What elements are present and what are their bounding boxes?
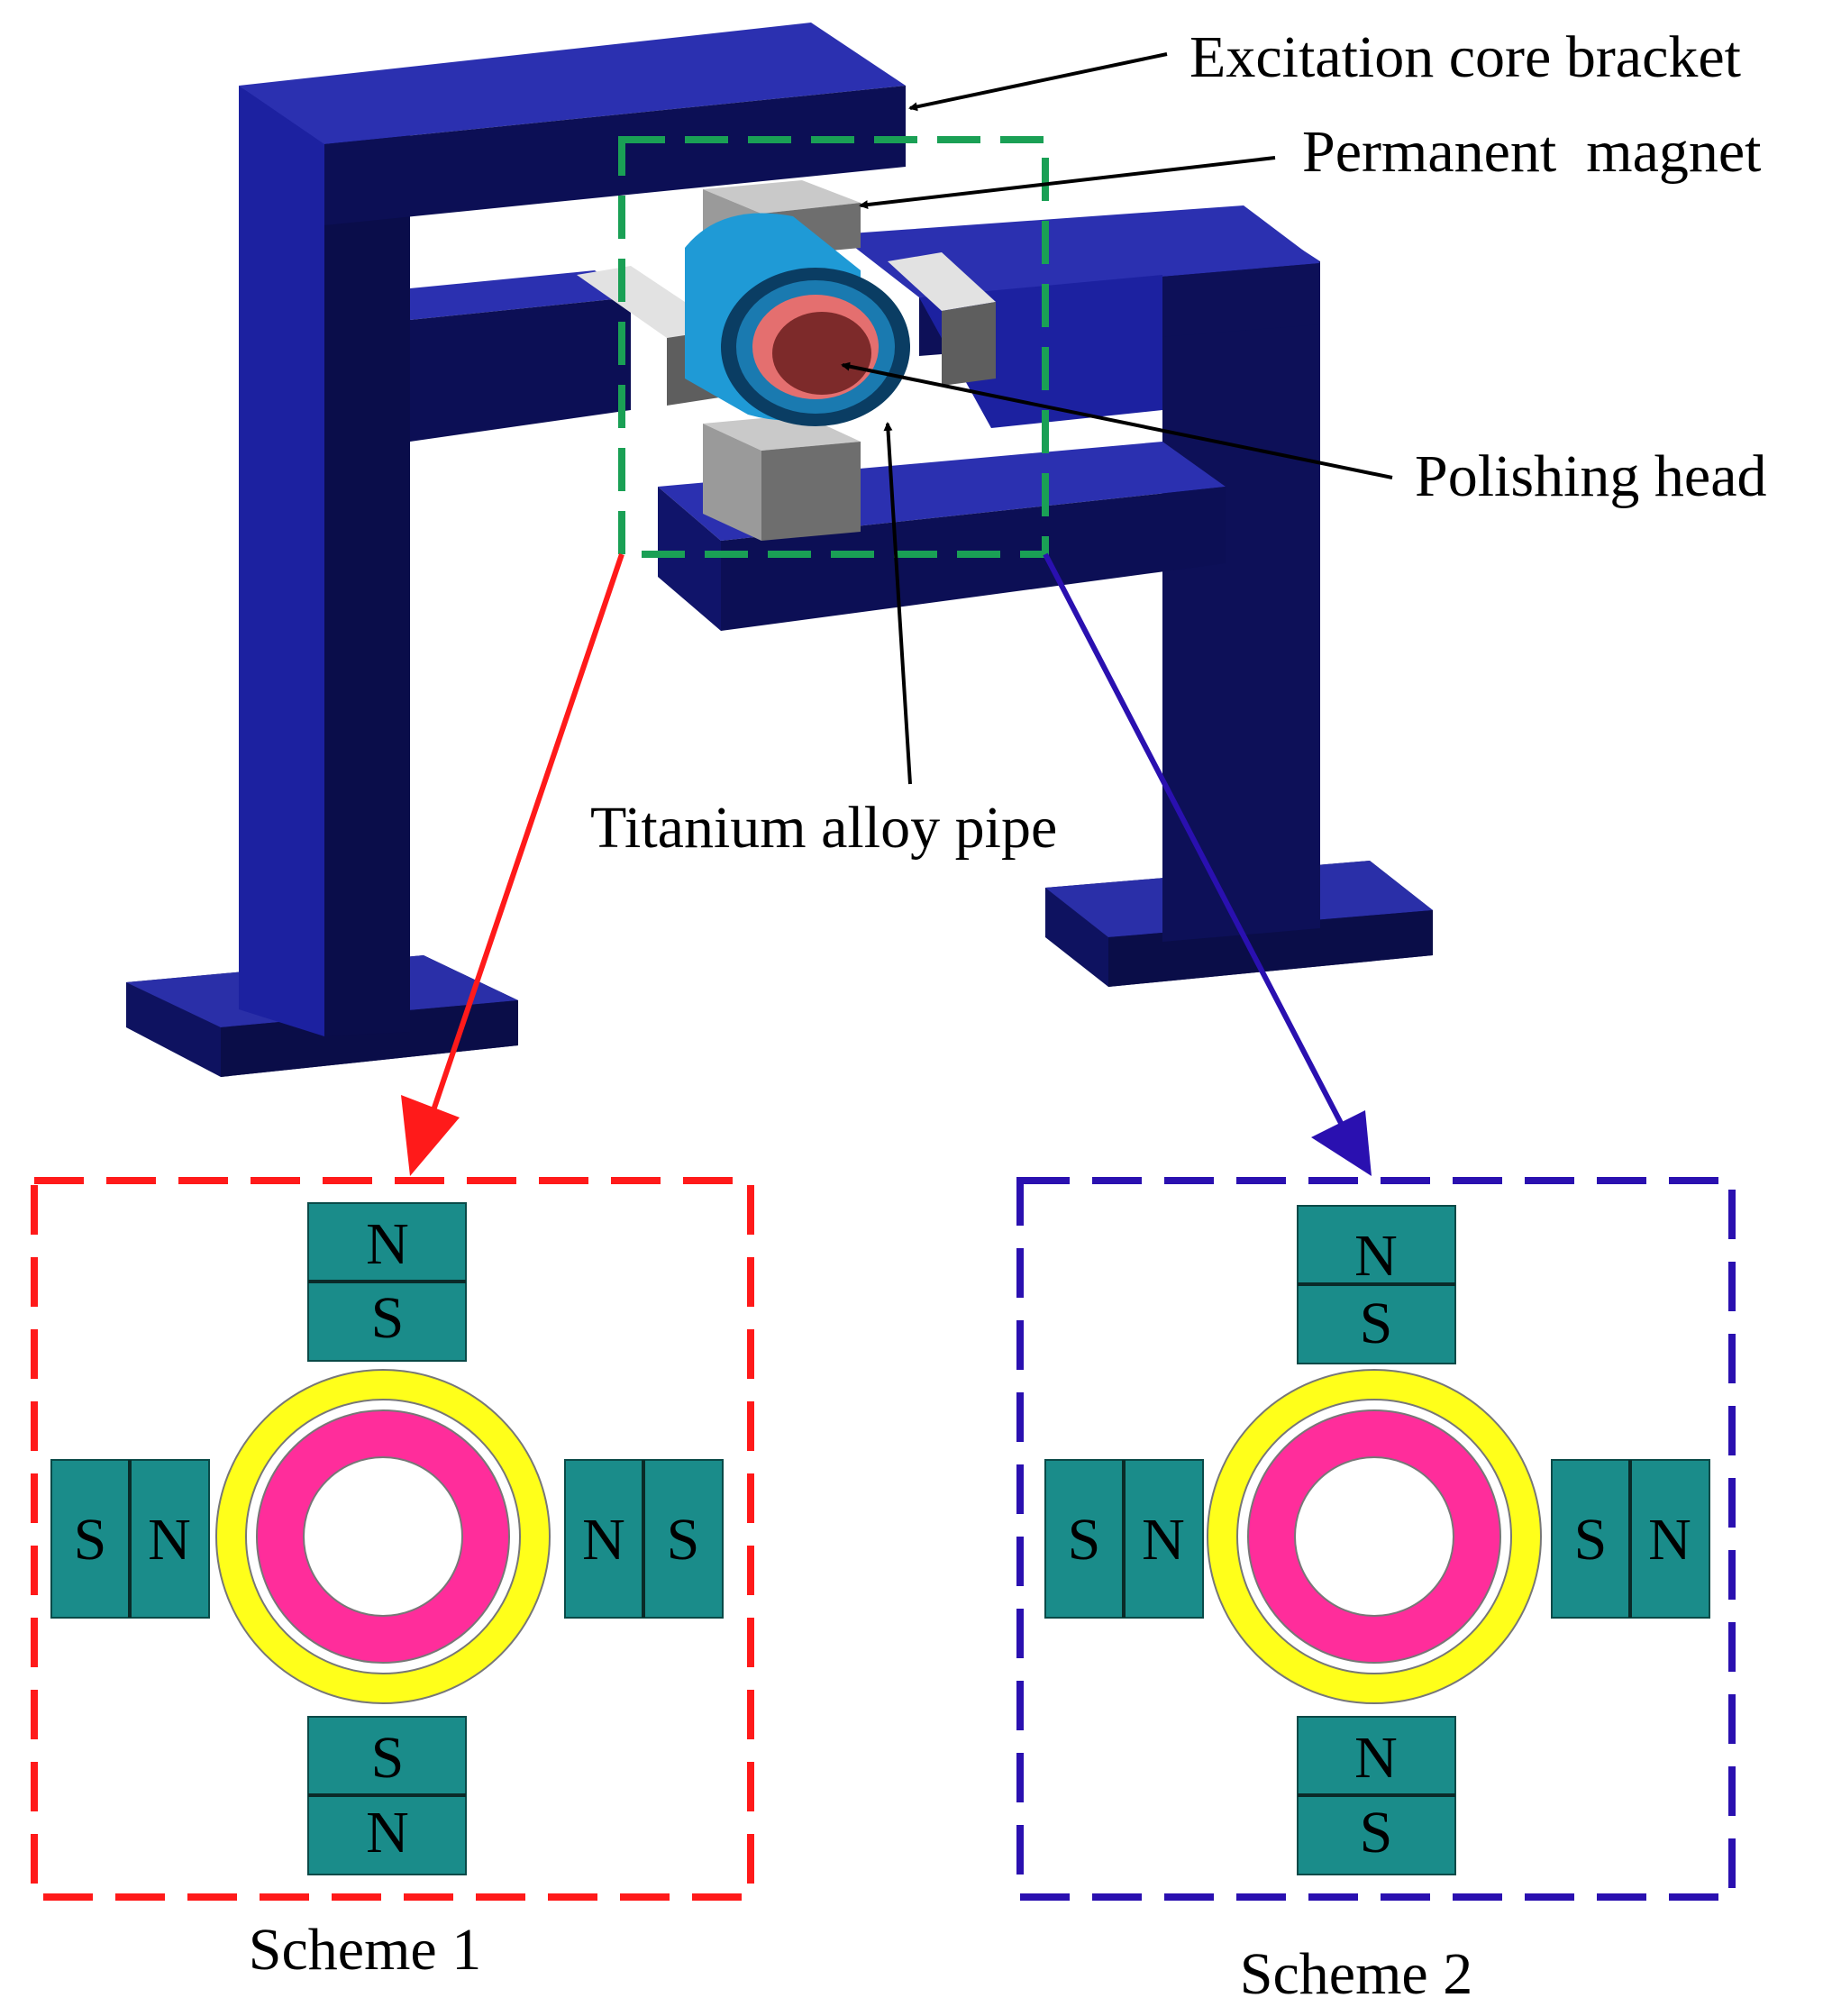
scheme-1: N S S N S N N S Scheme 1 <box>31 1177 754 1983</box>
scheme-1-left-pole-1: S <box>74 1507 107 1573</box>
label-permanent-magnet: Permanent magnet <box>1302 119 1762 185</box>
excitation-core-bracket <box>126 23 1433 1077</box>
magnet-right <box>888 252 996 386</box>
scheme-1-magnet-right: N S <box>564 1459 724 1619</box>
magnet-bottom <box>703 415 861 541</box>
scheme-1-magnet-top: N S <box>307 1202 467 1362</box>
scheme-2-top-pole-1: N <box>1354 1223 1398 1289</box>
scheme-2-top-pole-2: S <box>1360 1291 1393 1356</box>
scheme-1-right-pole-1: N <box>582 1507 625 1573</box>
left-leg <box>239 86 410 1036</box>
expand-arrow-scheme2 <box>1043 552 1372 1176</box>
scheme-1-bottom-pole-2: N <box>366 1800 409 1865</box>
scheme-2: N S N S S N S N Scheme 2 <box>1016 1177 1736 2007</box>
scheme-1-magnet-bottom: S N <box>307 1716 467 1875</box>
scheme-2-box <box>1016 1177 1736 1901</box>
label-titanium-alloy-pipe: Titanium alloy pipe <box>590 795 1057 861</box>
top-beam <box>239 23 906 225</box>
scheme-1-right-pole-2: S <box>667 1507 700 1573</box>
scheme-2-right-pole-2: N <box>1648 1507 1691 1573</box>
scheme-2-magnet-left: S N <box>1044 1459 1204 1619</box>
highlight-box <box>618 136 1049 558</box>
scheme-1-top-pole-2: S <box>371 1285 405 1351</box>
scheme-2-magnet-top: N S <box>1297 1205 1456 1364</box>
scheme-2-bottom-pole-1: N <box>1354 1725 1398 1791</box>
scheme-2-left-pole-2: N <box>1142 1507 1185 1573</box>
expand-arrow-scheme1 <box>401 553 624 1176</box>
scheme-1-caption: Scheme 1 <box>249 1917 481 1983</box>
scheme-2-caption: Scheme 2 <box>1240 1941 1472 2007</box>
callout-arrows <box>841 52 1393 785</box>
scheme-2-magnet-right: S N <box>1551 1459 1710 1619</box>
scheme-2-left-pole-1: S <box>1068 1507 1101 1573</box>
scheme-1-bottom-pole-1: S <box>371 1725 405 1791</box>
scheme-2-right-pole-1: S <box>1574 1507 1608 1573</box>
scheme-2-rings <box>1207 1369 1542 1704</box>
middle-arm-left <box>410 270 631 442</box>
scheme-1-magnet-left: S N <box>50 1459 210 1619</box>
polishing-head <box>752 295 879 399</box>
scheme-1-left-pole-2: N <box>148 1507 191 1573</box>
label-polishing-head: Polishing head <box>1415 443 1767 509</box>
scheme-1-top-pole-1: N <box>366 1211 409 1277</box>
scheme-2-bottom-pole-2: S <box>1360 1800 1393 1865</box>
scheme-2-magnet-bottom: N S <box>1297 1716 1456 1875</box>
label-excitation-core-bracket: Excitation core bracket <box>1189 24 1741 90</box>
scheme-1-rings <box>215 1369 551 1704</box>
